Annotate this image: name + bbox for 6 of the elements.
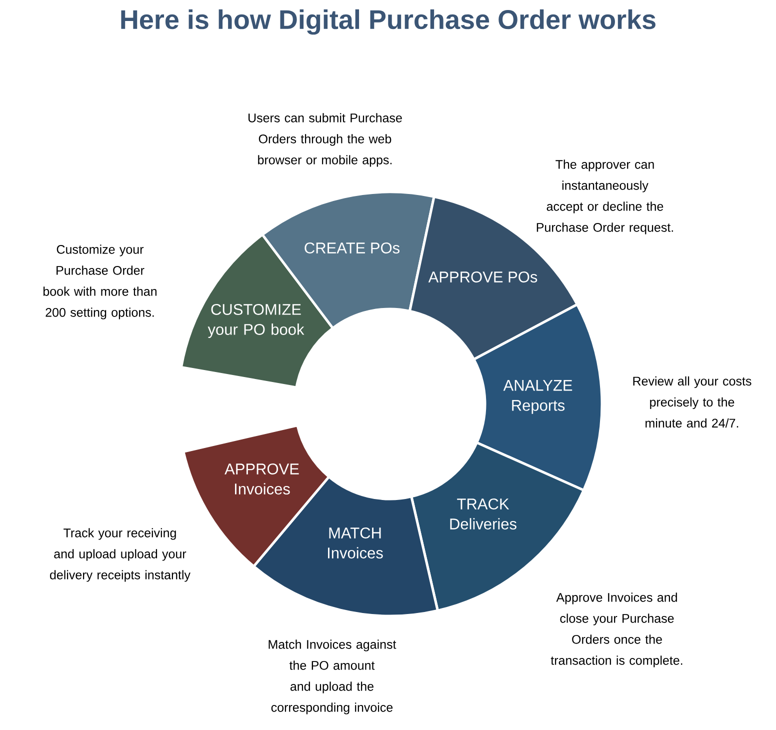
description: Review all your costs precisely to the minute and 24/7.: [633, 376, 752, 428]
title: Here is how Digital Purchase Order works: [121, 9, 656, 35]
description: Match Invoices against the PO amount and upload the corresponding invoice: [268, 640, 396, 714]
description: Users can submit Purchase Orders through the web browser or mobile apps.: [248, 113, 402, 167]
description: Customize your Purchase Order book with more than 200 setting options.: [43, 244, 156, 320]
ring-segment: ANALYZE Reports: [472, 303, 604, 492]
